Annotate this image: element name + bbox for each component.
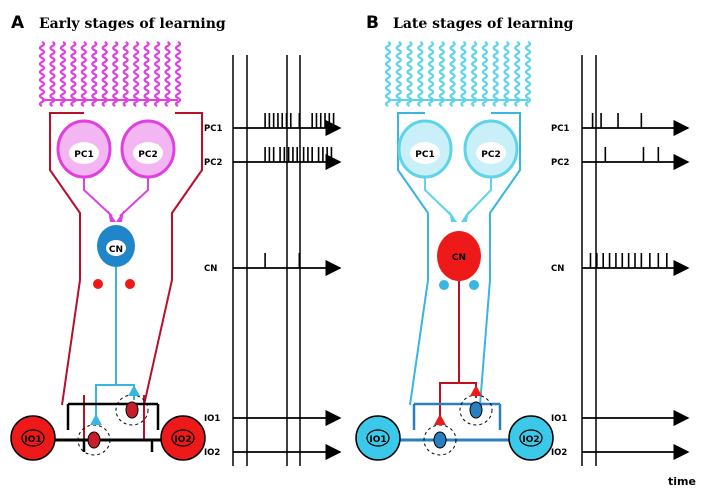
dendrite-branch bbox=[481, 41, 488, 107]
dendrite-branch bbox=[164, 41, 171, 107]
panel-b-synapse-1 bbox=[449, 210, 457, 222]
panel-b-io2: IO2 bbox=[508, 415, 554, 461]
panel-a-io-network bbox=[50, 402, 178, 452]
dendrite-branch bbox=[384, 41, 392, 107]
dendrite-branch bbox=[70, 41, 77, 107]
panel-b-bouton-1 bbox=[439, 280, 449, 290]
trace-label-pc1: PC1 bbox=[204, 124, 222, 134]
panel-b-pc2-to-cn bbox=[465, 178, 492, 217]
panel-a-pc2: PC2 bbox=[120, 119, 176, 179]
dendrite-branch bbox=[428, 41, 435, 107]
panel-b-io-synapse-2 bbox=[470, 385, 482, 396]
dendrite-branch bbox=[492, 41, 499, 107]
panel-b-pc-axons bbox=[397, 112, 521, 406]
panel-a-cn-label: CN bbox=[109, 245, 123, 255]
panel-b-gap-junction-1 bbox=[433, 431, 447, 449]
panel-b-pc1-to-cn bbox=[424, 178, 453, 217]
panel-b-io1-label: IO1 bbox=[369, 435, 386, 445]
dendrite-branch bbox=[59, 41, 66, 107]
panel-a-synapse-1 bbox=[108, 210, 116, 222]
trace-label-pc1: PC1 bbox=[551, 124, 569, 134]
dendrite-branch bbox=[503, 41, 510, 107]
panel-b-io-synapse-1 bbox=[434, 414, 446, 425]
trace-label-io1: IO1 bbox=[551, 414, 567, 424]
panel-a-gap-junction-2 bbox=[125, 401, 139, 419]
dendrite-branch bbox=[395, 41, 402, 107]
panel-b-cn-label: CN bbox=[452, 253, 466, 263]
dendrite-branch bbox=[438, 41, 445, 107]
dendrite-branch bbox=[38, 41, 46, 107]
panel-b-synapse-2 bbox=[461, 210, 469, 222]
dendrite-branch bbox=[101, 41, 108, 107]
panel-b-title: Late stages of learning bbox=[393, 16, 574, 32]
panel-a-io1: IO1 bbox=[10, 415, 56, 461]
trace-label-io1: IO1 bbox=[204, 414, 220, 424]
panel-a-cn: CN bbox=[97, 225, 135, 267]
trace-label-pc2: PC2 bbox=[551, 158, 569, 168]
panel-b-pc1-label: PC1 bbox=[415, 150, 434, 160]
dendrite-branch bbox=[122, 41, 129, 107]
panel-b-cn: CN bbox=[437, 231, 481, 281]
dendrite-branch bbox=[471, 41, 478, 107]
panel-a-cn-axon bbox=[95, 267, 135, 422]
panel-b: B Late stages of learning PC1 PC2 CN bbox=[355, 13, 690, 466]
dendrite-branch bbox=[174, 41, 182, 107]
dendrite-branch bbox=[112, 41, 119, 107]
panel-a-dendrites bbox=[38, 41, 182, 107]
dendrite-branch bbox=[91, 41, 98, 107]
trace-label-io2: IO2 bbox=[551, 448, 567, 458]
trace-label-cn: CN bbox=[551, 264, 564, 274]
panel-a-io2-label: IO2 bbox=[174, 435, 191, 445]
dendrite-branch bbox=[514, 41, 521, 107]
dendrite-branch bbox=[133, 41, 140, 107]
panel-b-gap-junction-2 bbox=[469, 401, 483, 419]
panel-b-letter: B bbox=[366, 13, 379, 33]
panel-a-pc2-label: PC2 bbox=[138, 150, 157, 160]
dendrite-branch bbox=[417, 41, 424, 107]
panel-a-bouton-2 bbox=[125, 279, 135, 289]
panel-a-io2: IO2 bbox=[160, 415, 206, 461]
panel-b-io1: IO1 bbox=[355, 415, 401, 461]
panel-b-pc1: PC1 bbox=[397, 119, 453, 179]
panel-b-io2-label: IO2 bbox=[522, 435, 539, 445]
trace-label-cn: CN bbox=[204, 264, 217, 274]
dendrite-branch bbox=[449, 41, 456, 107]
panel-b-dendrites bbox=[384, 41, 532, 107]
panel-b-cn-axon bbox=[439, 281, 477, 424]
panel-a-synapse-2 bbox=[116, 210, 124, 222]
panel-a-io-synapse-1 bbox=[90, 414, 102, 425]
dendrite-branch bbox=[80, 41, 87, 107]
trace-label-io2: IO2 bbox=[204, 448, 220, 458]
panel-b-io-network bbox=[395, 402, 520, 442]
panel-a-io-synapse-2 bbox=[128, 385, 140, 396]
time-axis-label: time bbox=[668, 475, 696, 488]
panel-a-pc1-to-cn bbox=[83, 178, 113, 217]
panel-b-pc2-label: PC2 bbox=[481, 150, 500, 160]
dendrite-branch bbox=[406, 41, 413, 107]
panel-a-pc1: PC1 bbox=[56, 119, 112, 179]
panel-a-pc-axons bbox=[49, 112, 203, 440]
dendrite-branch bbox=[49, 41, 56, 107]
dendrite-branch bbox=[154, 41, 161, 107]
panel-a-pc2-to-cn bbox=[119, 178, 149, 217]
panel-a: A Early stages of learning PC1 PC2 bbox=[10, 13, 342, 466]
panel-a-pc1-label: PC1 bbox=[74, 150, 93, 160]
trace-label-pc2: PC2 bbox=[204, 158, 222, 168]
dendrite-branch bbox=[524, 41, 532, 107]
panel-b-bouton-2 bbox=[469, 280, 479, 290]
panel-a-io1-label: IO1 bbox=[24, 435, 41, 445]
dendrite-branch bbox=[460, 41, 467, 107]
panel-a-gap-junction-1 bbox=[87, 431, 101, 449]
panel-b-pc2: PC2 bbox=[463, 119, 519, 179]
panel-a-bouton-1 bbox=[93, 279, 103, 289]
panel-a-title: Early stages of learning bbox=[39, 16, 226, 32]
dendrite-branch bbox=[143, 41, 150, 107]
panel-a-letter: A bbox=[11, 13, 25, 33]
